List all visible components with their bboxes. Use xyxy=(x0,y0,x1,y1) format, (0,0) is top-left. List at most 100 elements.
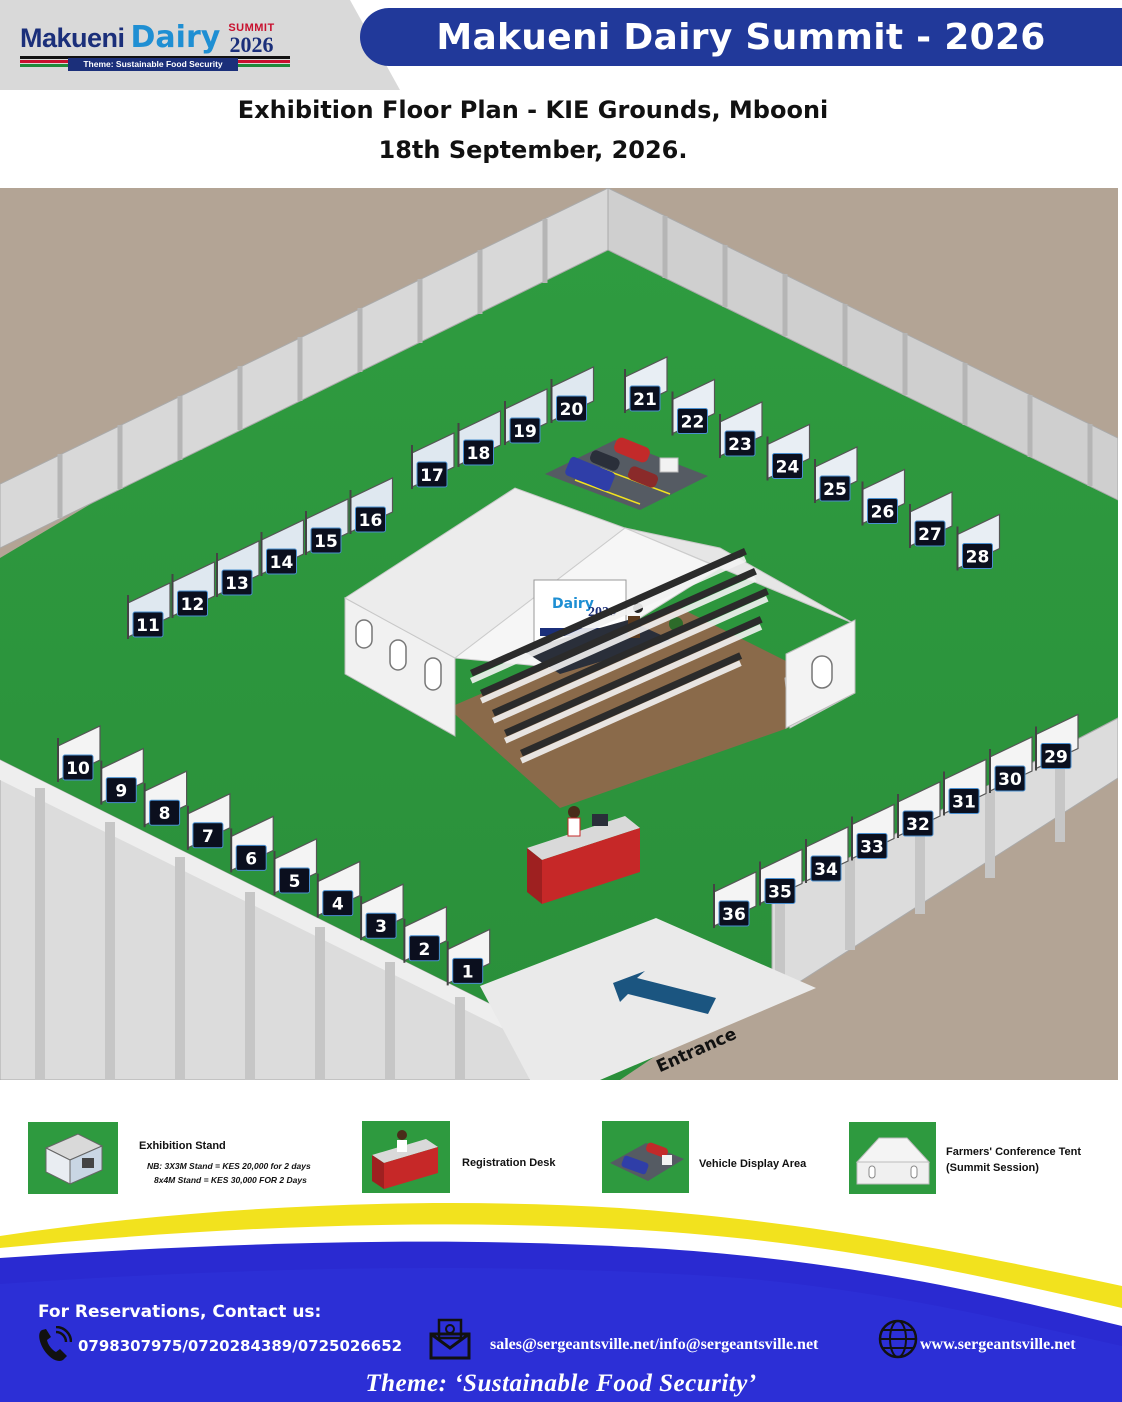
stand-number-26: 26 xyxy=(871,503,895,523)
stand-number-30: 30 xyxy=(998,770,1022,790)
logo-dairy-text: Dairy xyxy=(130,20,221,55)
event-date: 18th September, 2026. xyxy=(378,136,688,164)
legend-registration-desk-thumb xyxy=(362,1121,450,1193)
stand-number-plate xyxy=(105,777,137,804)
front-left-pillars xyxy=(35,788,465,1080)
stand-number-plate xyxy=(355,506,386,533)
stand-number-24: 24 xyxy=(776,458,800,478)
audience-seats xyxy=(470,555,769,764)
back-wall-pillars xyxy=(57,216,1093,518)
stand-number-plate xyxy=(62,754,94,781)
stand-number-plate xyxy=(266,548,297,575)
email-icon xyxy=(429,1318,471,1360)
stand-number-36: 36 xyxy=(722,905,746,925)
stand-number-4: 4 xyxy=(332,895,344,915)
stand-number-25: 25 xyxy=(823,480,847,500)
stand-number-22: 22 xyxy=(681,413,705,433)
stand-number-plate xyxy=(416,461,448,488)
stand-number-plate xyxy=(556,395,587,422)
contact-phones[interactable]: 0798307975/0720284389/0725026652 xyxy=(78,1337,403,1355)
stand-number-8: 8 xyxy=(159,804,171,824)
stand-number-1: 1 xyxy=(462,962,474,982)
stand-number-plate xyxy=(718,900,750,927)
stand-number-plate xyxy=(221,569,253,596)
contact-website[interactable]: www.sergeantsville.net xyxy=(920,1336,1076,1353)
legend-registration-desk-label: Registration Desk xyxy=(462,1157,556,1169)
stand-number-plate xyxy=(463,439,494,466)
stand-number-plate xyxy=(509,417,541,444)
logo-theme-strip: Theme: Sustainable Food Security xyxy=(68,58,238,71)
audience-people xyxy=(470,547,769,757)
stand-number-29: 29 xyxy=(1044,748,1068,768)
stand-number-5: 5 xyxy=(289,872,301,892)
legend: Exhibition Stand NB: 3X3M Stand = KES 20… xyxy=(0,1112,1122,1202)
summit-logo: Makueni Dairy SUMMIT 2026 xyxy=(20,12,275,56)
legend-price-note-2: 8x4M Stand = KES 30,000 FOR 2 Days xyxy=(154,1175,307,1185)
stand-number-plate xyxy=(962,543,993,569)
stand-number-32: 32 xyxy=(906,815,930,835)
stand-number-plate xyxy=(810,855,842,882)
legend-exhibition-stand-label: Exhibition Stand xyxy=(139,1140,226,1152)
red-car xyxy=(614,437,650,463)
stand-number-plate xyxy=(856,833,888,859)
desk-side xyxy=(527,848,542,904)
stand-number-2: 2 xyxy=(418,940,430,960)
legend-conference-tent-thumb xyxy=(849,1122,936,1194)
stand-number-15: 15 xyxy=(314,532,338,552)
desk-front xyxy=(542,828,640,904)
stand-number-plate xyxy=(310,527,342,554)
stand-number-17: 17 xyxy=(420,466,444,486)
back-right-wall xyxy=(607,188,1118,501)
legend-price-note-1: NB: 3X3M Stand = KES 20,000 for 2 days xyxy=(147,1161,311,1171)
stand-number-plate xyxy=(819,475,851,502)
desk-top xyxy=(527,816,640,860)
stand-number-plate xyxy=(192,822,224,849)
floor-plan-svg: Entrance 1098765432111121314151617181920… xyxy=(0,188,1118,1080)
tent-windows xyxy=(355,619,833,691)
stand-number-plate xyxy=(677,408,708,434)
stand-number-3: 3 xyxy=(375,917,387,937)
stand-number-plate xyxy=(867,498,898,524)
phone-icon xyxy=(39,1326,72,1361)
stand-number-plate xyxy=(994,765,1026,792)
logo-summit-text: SUMMIT xyxy=(228,22,275,34)
stand-number-28: 28 xyxy=(966,548,990,568)
logo-panel xyxy=(0,0,400,90)
entrance-arrow-icon xyxy=(613,971,716,1014)
globe-icon xyxy=(878,1319,918,1359)
floor-plan-subtitle: Exhibition Floor Plan - KIE Grounds, Mbo… xyxy=(237,96,829,124)
stand-number-plate xyxy=(408,935,440,962)
stand-number-11: 11 xyxy=(136,616,160,636)
stripe-black xyxy=(20,56,290,59)
contact-emails[interactable]: sales@sergeantsville.net/info@sergeantsv… xyxy=(490,1336,819,1353)
stand-number-plate xyxy=(177,590,208,617)
receptionist xyxy=(568,806,580,818)
footer-wave xyxy=(0,1203,1122,1402)
white-kiosk xyxy=(659,457,679,473)
contact-heading: For Reservations, Contact us: xyxy=(38,1302,322,1322)
stand-number-23: 23 xyxy=(728,435,752,455)
stand-number-31: 31 xyxy=(952,793,976,813)
desk-monitor xyxy=(592,814,608,826)
stand-number-27: 27 xyxy=(918,525,942,545)
stand-number-plate xyxy=(365,912,397,939)
vehicle-display-area xyxy=(545,437,708,510)
dark-car xyxy=(589,450,620,471)
stand-number-plate xyxy=(914,520,946,547)
stand-number-20: 20 xyxy=(560,400,584,420)
legend-conference-tent-label-1: Farmers' Conference Tent xyxy=(946,1146,1082,1158)
legend-conference-tent-label-2: (Summit Session) xyxy=(946,1162,1039,1174)
stand-number-33: 33 xyxy=(860,838,884,858)
stand-number-18: 18 xyxy=(467,444,491,464)
stand-number-plate xyxy=(772,453,803,479)
stand-number-6: 6 xyxy=(245,849,257,869)
stand-number-plate xyxy=(948,788,980,814)
footer xyxy=(0,1196,1122,1402)
stand-number-14: 14 xyxy=(270,553,294,573)
stand-number-plate xyxy=(322,890,354,917)
stand-number-19: 19 xyxy=(513,422,537,442)
stand-number-plate xyxy=(149,799,181,826)
tent-screen-dairy: Dairy xyxy=(552,596,594,612)
legend-exhibition-stand-thumb xyxy=(28,1122,118,1194)
